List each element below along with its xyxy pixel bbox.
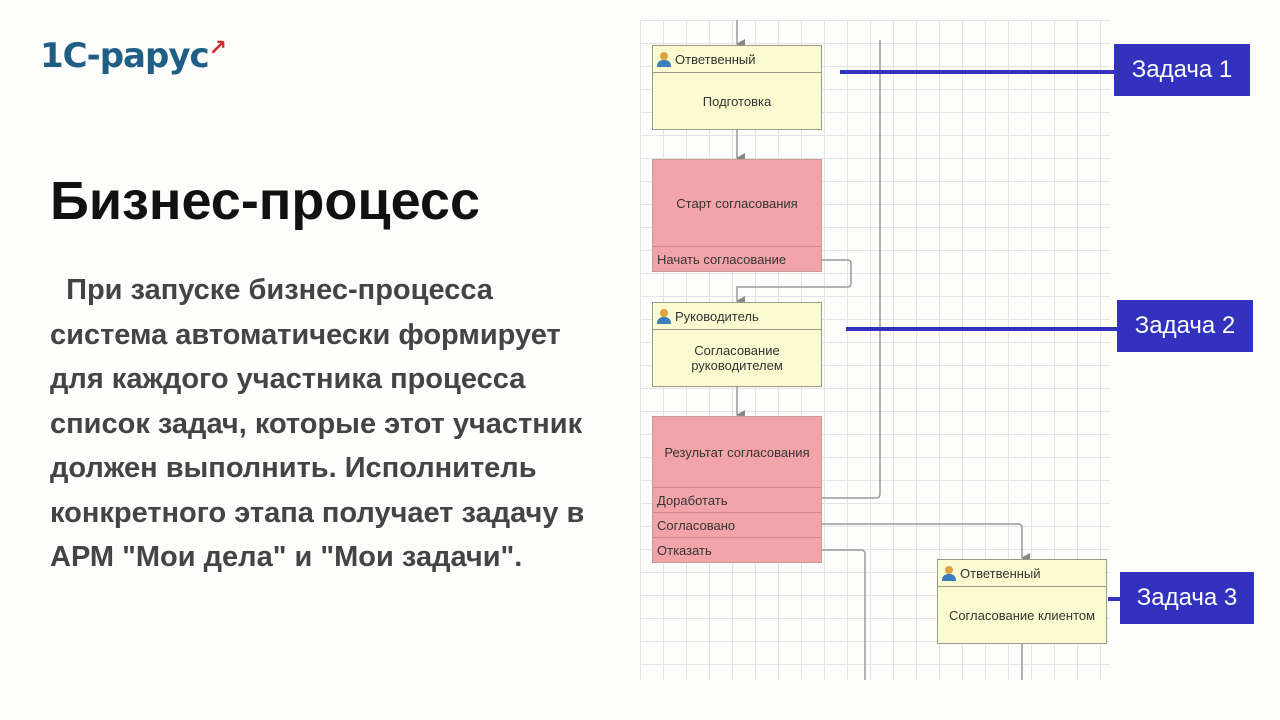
condition-box-start-approval[interactable]: Старт согласования Начать согласование (652, 159, 822, 272)
box-title: Согласование клиентом (948, 607, 1096, 623)
task-box-preparation[interactable]: Ответвенный Подготовка (652, 45, 822, 130)
box-row: Доработать (653, 487, 821, 512)
user-icon (657, 51, 671, 67)
slide-body: При запуске бизнес-процесса система авто… (50, 274, 585, 573)
box-title: Старт согласования (676, 195, 798, 211)
box-row: Отказать (653, 537, 821, 562)
task-label-2: Задача 2 (1117, 300, 1253, 352)
role-label: Ответвенный (675, 51, 756, 67)
task-label-1: Задача 1 (1114, 44, 1250, 96)
condition-box-approval-result[interactable]: Результат согласования Доработать Соглас… (652, 416, 822, 563)
task-box-manager-approval[interactable]: Руководитель Согласование руководителем (652, 302, 822, 387)
task-label-3: Задача 3 (1120, 572, 1254, 624)
role-label: Руководитель (675, 308, 759, 324)
logo: 1С-рарус↗ (40, 36, 227, 76)
slide-title: Бизнес-процесс (50, 171, 480, 231)
user-icon (657, 308, 671, 324)
task-box-client-approval[interactable]: Ответвенный Согласование клиентом (937, 559, 1107, 644)
user-icon (942, 565, 956, 581)
box-title: Результат согласования (664, 444, 810, 460)
box-row: Начать согласование (653, 246, 821, 271)
role-label: Ответвенный (960, 565, 1041, 581)
box-title: Согласование руководителем (691, 343, 783, 373)
box-title: Подготовка (702, 93, 772, 109)
box-row: Согласовано (653, 512, 821, 537)
